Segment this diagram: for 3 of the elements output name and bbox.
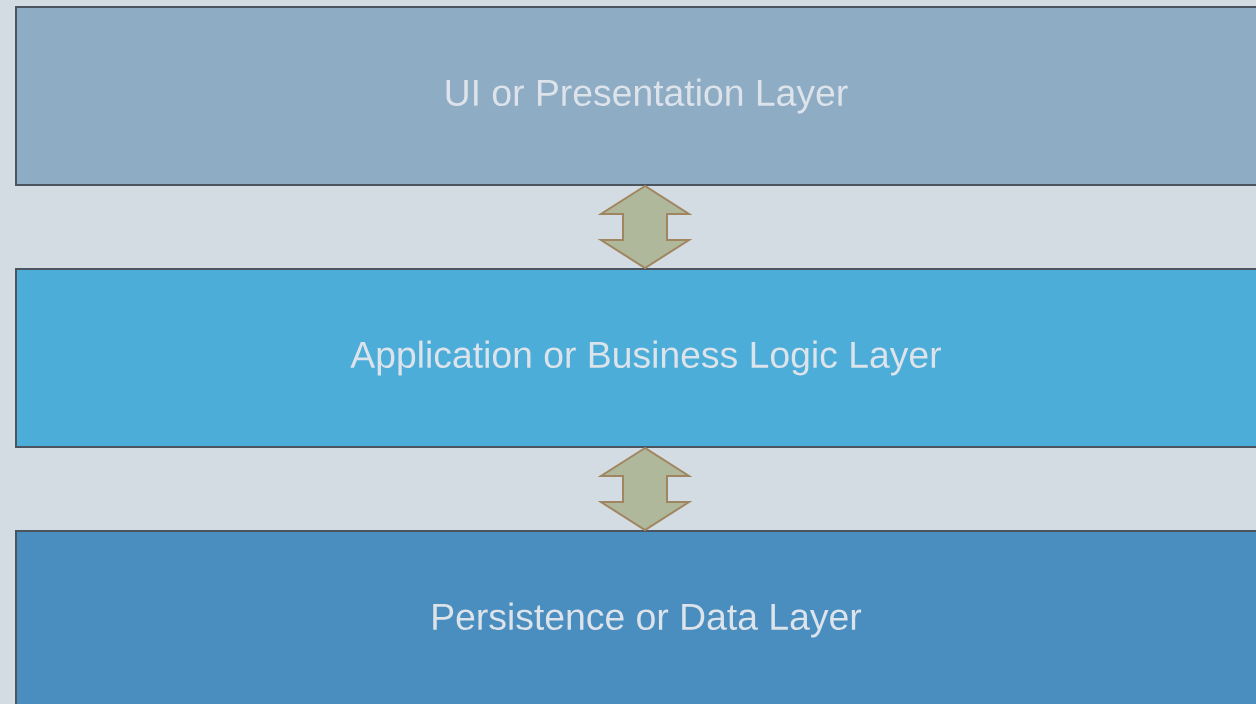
layer-box: Persistence or Data Layer [15, 530, 1256, 704]
layer-box: UI or Presentation Layer [15, 6, 1256, 186]
layer-box: Application or Business Logic Layer [15, 268, 1256, 448]
